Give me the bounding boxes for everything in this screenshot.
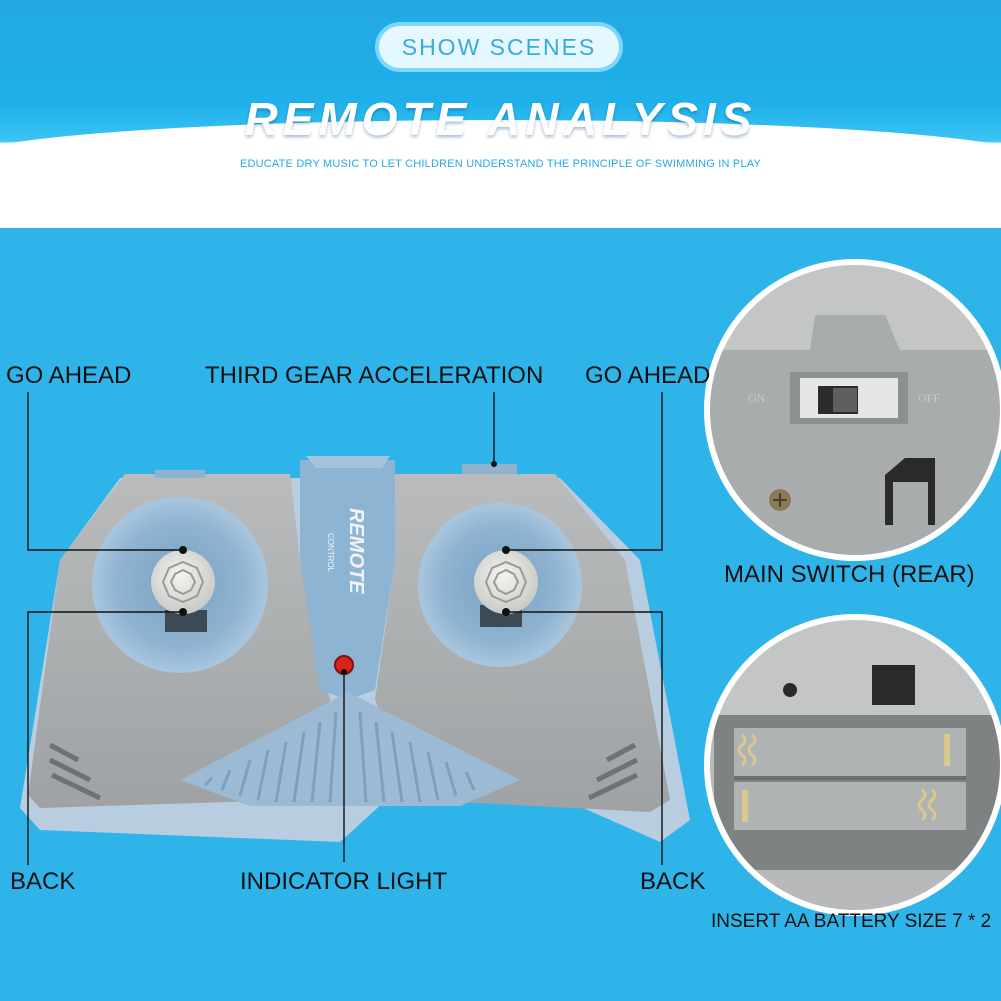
top-button-right[interactable]: [462, 464, 517, 474]
label-third-gear: THIRD GEAR ACCELERATION: [205, 362, 544, 389]
switch-off-label: OFF: [918, 391, 940, 405]
grip-left: [48, 742, 102, 801]
callout-lines: [27, 392, 663, 865]
right-joystick[interactable]: [474, 550, 538, 614]
label-indicator-light: INDICATOR LIGHT: [240, 868, 448, 895]
label-go-ahead-right: GO AHEAD: [585, 362, 711, 389]
remote-control: REMOTE CONTROL: [20, 456, 690, 842]
page-subtitle: EDUCATE DRY MUSIC TO LET CHILDREN UNDERS…: [239, 158, 762, 170]
left-joystick[interactable]: [151, 550, 215, 614]
grip-right: [587, 742, 639, 801]
label-battery: INSERT AA BATTERY SIZE 7 * 2: [711, 911, 992, 932]
page-title: REMOTE ANALYSIS: [244, 93, 757, 145]
battery-inset: [704, 614, 1001, 916]
remote-brand-sub: CONTROL: [326, 533, 335, 573]
top-button-left[interactable]: [155, 470, 205, 478]
switch-on-label: ON: [748, 391, 766, 405]
header-wave: [0, 120, 1001, 220]
vent-slots: [203, 711, 476, 803]
label-main-switch: MAIN SWITCH (REAR): [724, 561, 975, 588]
label-back-left: BACK: [10, 868, 76, 895]
label-back-right: BACK: [640, 868, 706, 895]
remote-brand-text: REMOTE: [345, 508, 367, 594]
show-scenes-text: SHOW SCENES: [401, 33, 597, 60]
header-banner: SHOW SCENES REMOTE ANALYSIS EDUCATE DRY …: [0, 0, 1001, 228]
label-go-ahead-left: GO AHEAD: [6, 362, 132, 389]
show-scenes-badge: SHOW SCENES: [379, 26, 619, 68]
main-switch-inset: ON OFF: [704, 259, 1001, 561]
